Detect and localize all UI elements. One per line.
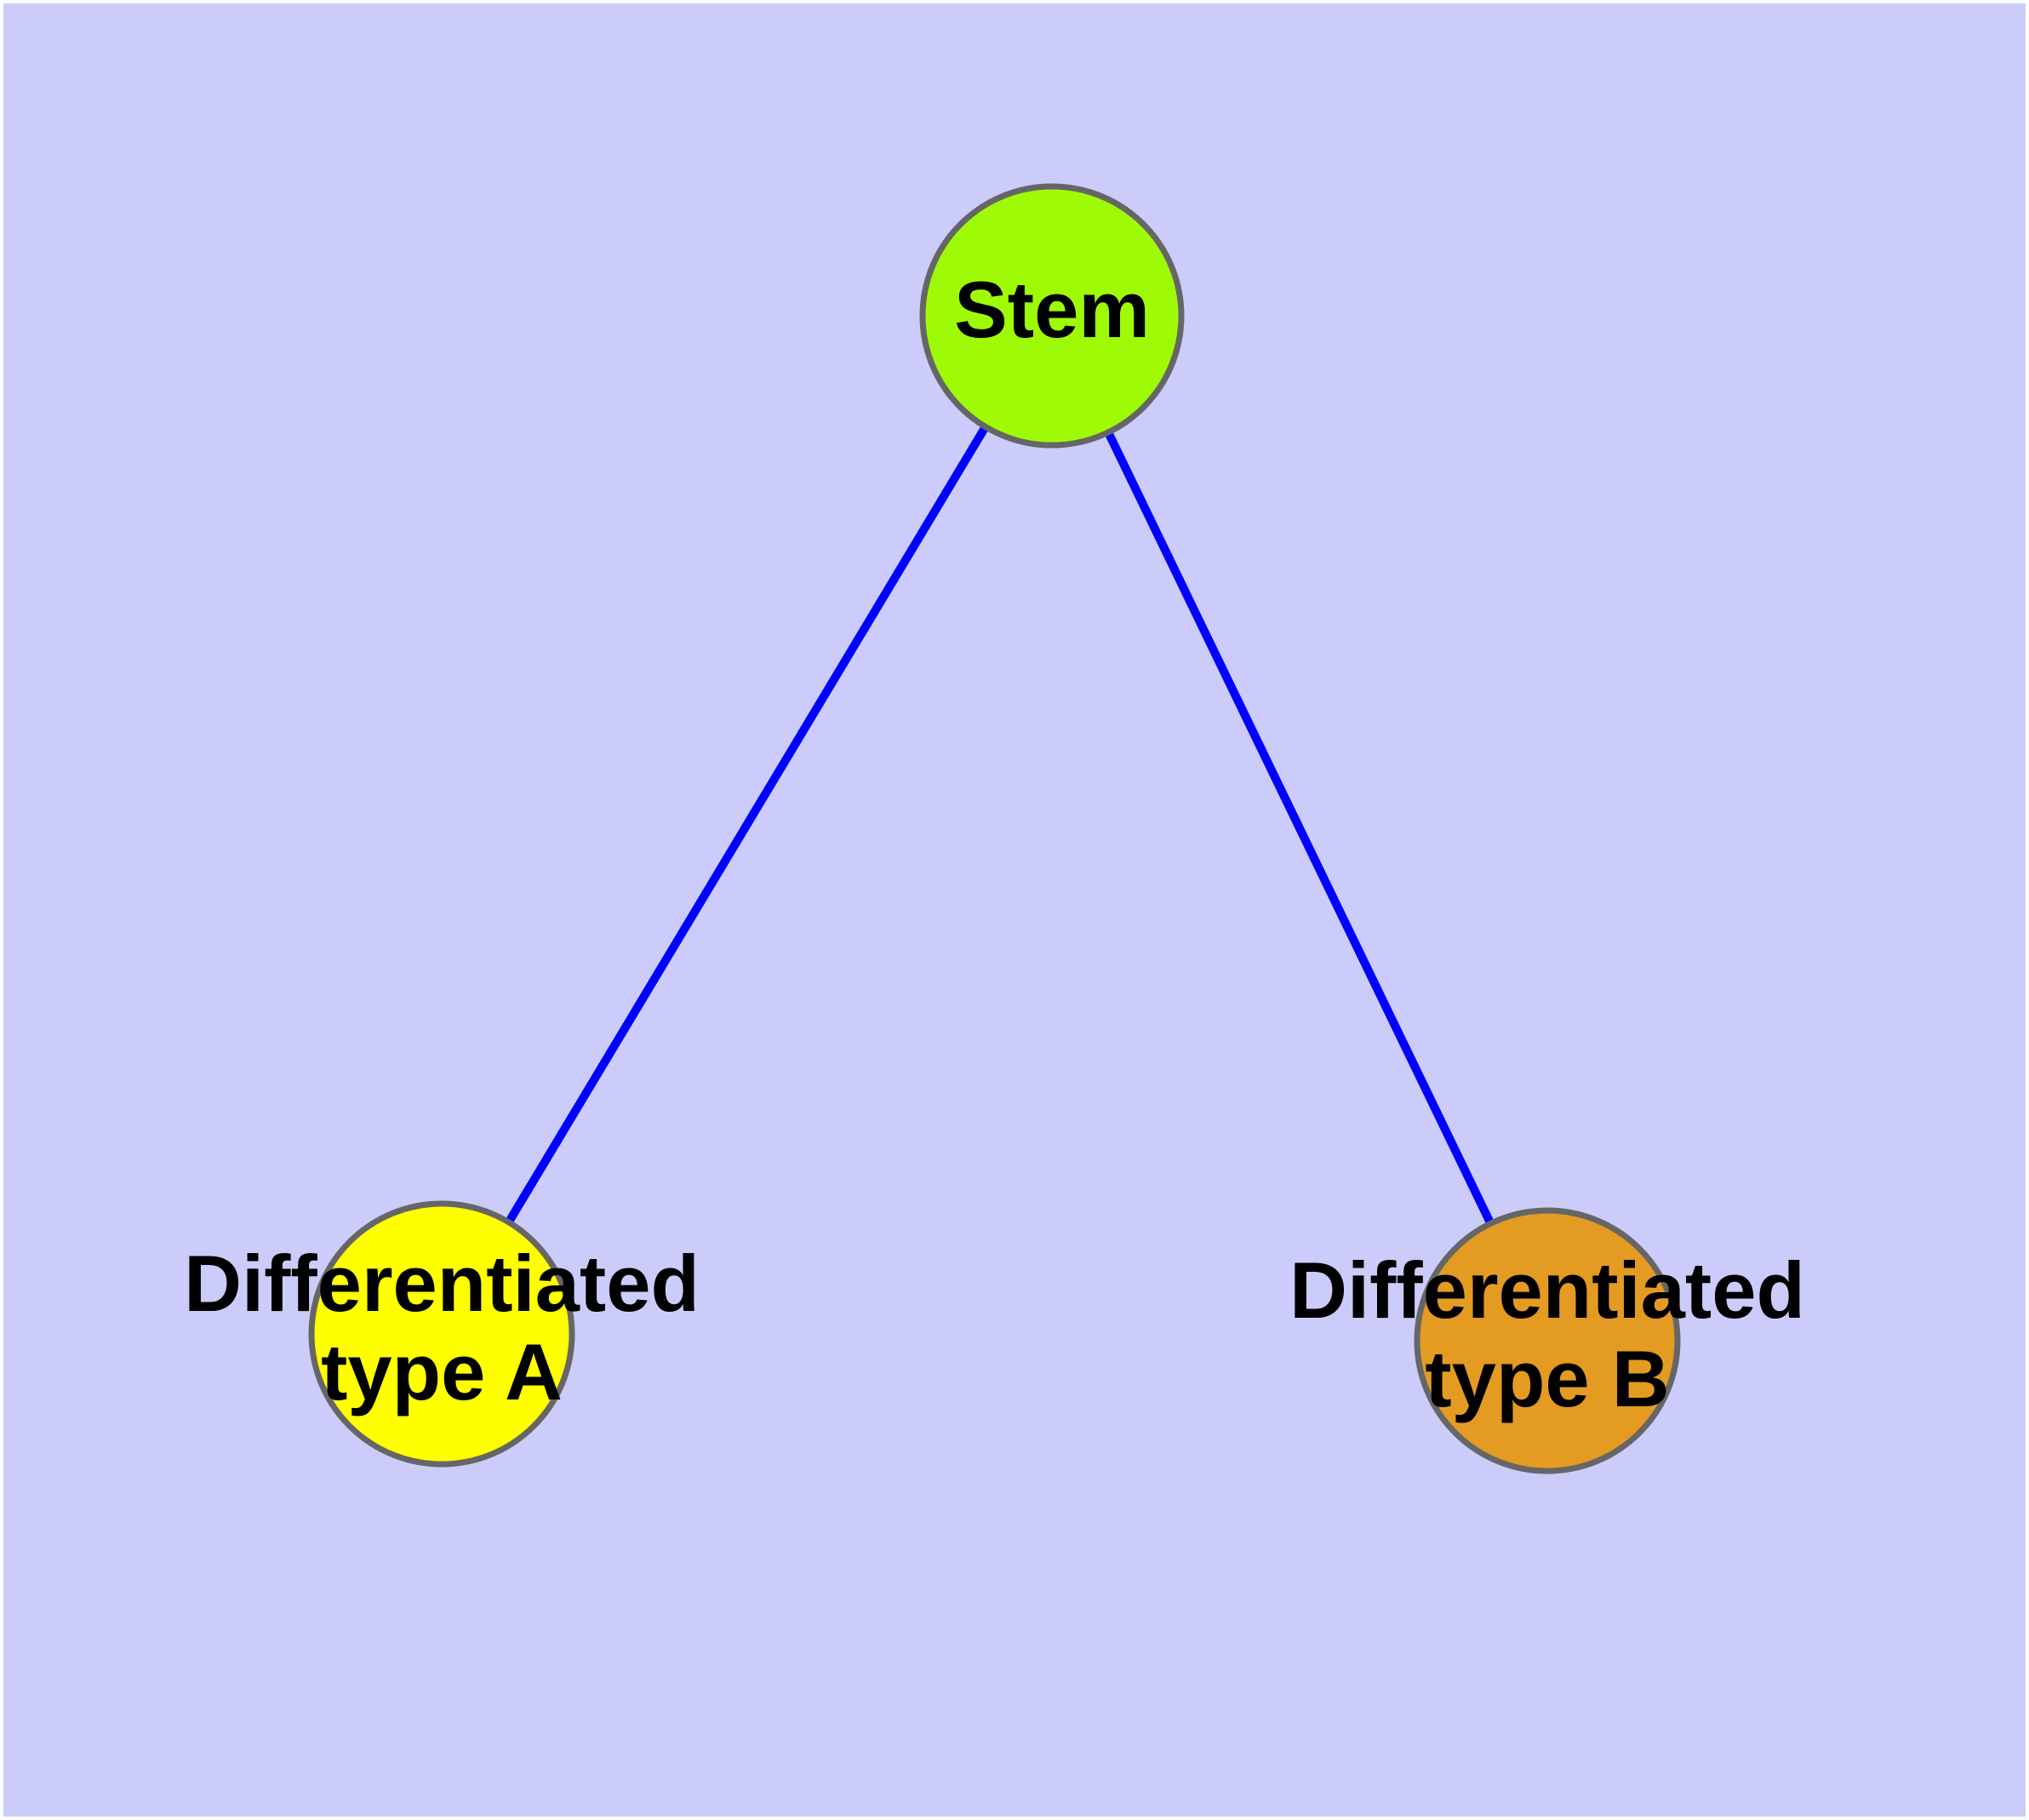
edge-stem-diff_a[interactable] bbox=[437, 313, 1056, 1336]
node-label-line: Differentiated bbox=[184, 1239, 700, 1328]
node-layer bbox=[308, 183, 1681, 1474]
node-diff_a[interactable] bbox=[308, 1200, 575, 1468]
node-label-stem: Stem bbox=[954, 265, 1150, 354]
node-diff_b[interactable] bbox=[1414, 1207, 1681, 1474]
edge-layer bbox=[437, 313, 1552, 1343]
node-label-line: type A bbox=[321, 1327, 563, 1417]
node-label-line: Differentiated bbox=[1289, 1245, 1805, 1335]
node-label-line: Stem bbox=[954, 265, 1150, 354]
node-stem[interactable] bbox=[919, 183, 1185, 449]
node-label-line: type B bbox=[1425, 1334, 1669, 1423]
edge-stem-diff_b[interactable] bbox=[1048, 313, 1552, 1343]
